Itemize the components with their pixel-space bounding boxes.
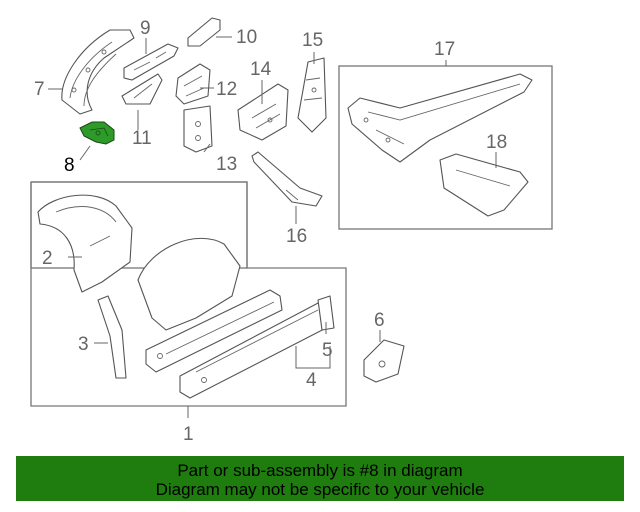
callout-4: 4 [306, 370, 317, 391]
part-notice-banner: Part or sub-assembly is #8 in diagram Di… [16, 456, 624, 501]
part-1-apron-rail[interactable] [137, 237, 331, 399]
callout-14: 14 [250, 59, 272, 80]
banner-line-part-number: Part or sub-assembly is #8 in diagram [177, 461, 463, 480]
callout-15: 15 [302, 30, 323, 51]
part-8-bracket-highlighted[interactable] [79, 121, 115, 145]
parts-diagram: 1 2 3 4 5 6 7 8 9 10 11 12 13 14 15 16 1… [30, 17, 553, 445]
callout-11: 11 [132, 128, 152, 149]
callout-2: 2 [42, 248, 53, 269]
part-18-extension[interactable] [439, 153, 529, 217]
callout-labels: 1 2 3 4 5 6 7 8 9 10 11 12 13 14 15 16 1… [34, 18, 507, 445]
part-11-gusset[interactable] [121, 73, 163, 105]
callout-6: 6 [374, 310, 385, 331]
callout-7: 7 [34, 79, 45, 100]
part-2-inner-fender[interactable] [37, 194, 133, 293]
part-7-wheelhouse-arch[interactable] [61, 29, 135, 115]
callout-8-highlighted: 8 [64, 155, 75, 176]
callout-1: 1 [183, 424, 194, 445]
callout-9: 9 [140, 18, 151, 39]
part-15-pillar-bracket[interactable] [297, 57, 327, 133]
group-box-main-outline [30, 181, 347, 407]
part-12-reinforcement[interactable] [175, 63, 211, 105]
part-6-mount[interactable] [363, 339, 405, 383]
part-14-panel[interactable] [237, 83, 289, 141]
banner-line-disclaimer: Diagram may not be specific to your vehi… [155, 480, 485, 499]
callout-10: 10 [236, 27, 257, 48]
part-5-bracket[interactable] [317, 295, 335, 331]
part-17-side-member-assembly[interactable] [347, 73, 533, 163]
callout-17: 17 [434, 39, 455, 60]
callout-16: 16 [286, 226, 307, 247]
callout-18: 18 [486, 132, 507, 153]
callout-12: 12 [216, 79, 237, 100]
part-10-bracket[interactable] [187, 17, 221, 47]
part-13-plate[interactable] [183, 105, 213, 153]
part-3-brace[interactable] [97, 295, 127, 379]
part-16-member[interactable] [251, 151, 323, 207]
callout-5: 5 [322, 340, 333, 361]
part-9-bracket[interactable] [123, 43, 179, 81]
leader-lines [48, 36, 497, 418]
callout-13: 13 [216, 154, 237, 175]
callout-3: 3 [78, 334, 89, 355]
